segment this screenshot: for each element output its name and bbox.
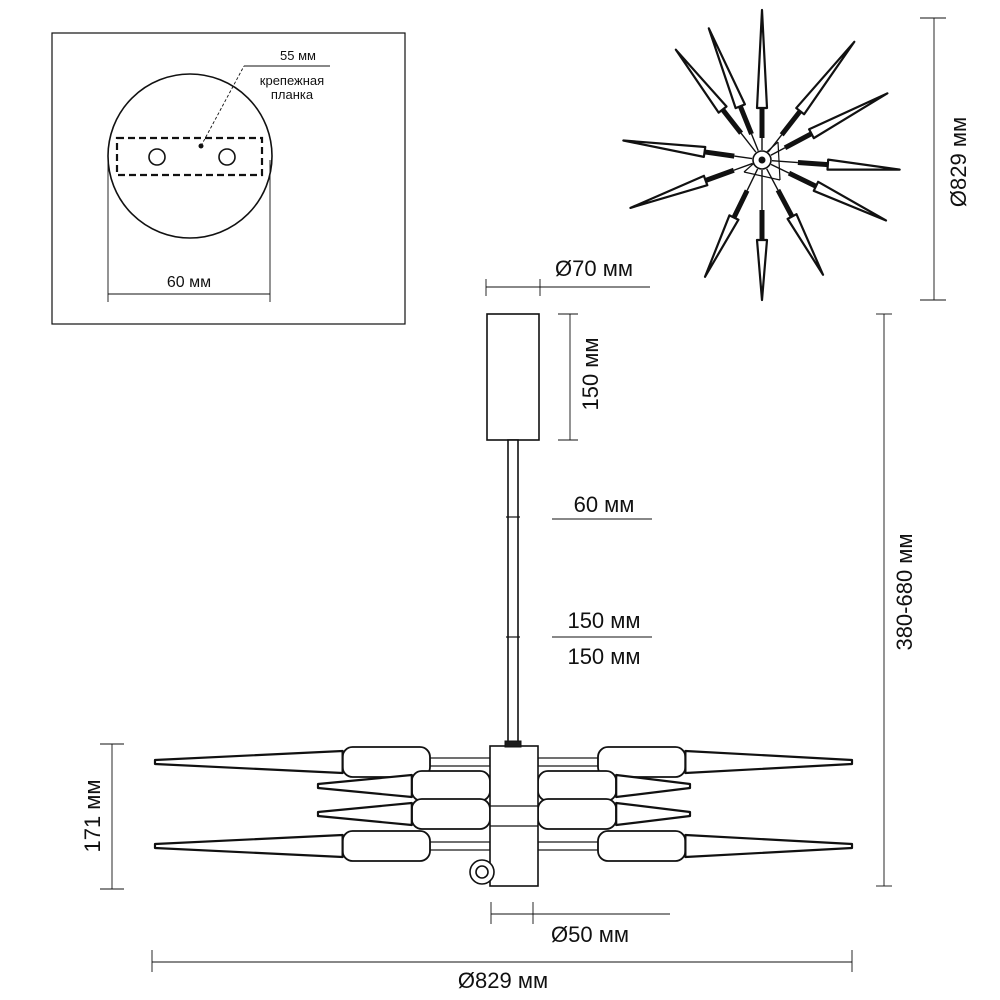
top-arm-cone-10: [629, 174, 709, 209]
top-arm-cone-12: [674, 48, 728, 114]
side-arm-socket-right-2: [537, 770, 618, 802]
side-arm-cone-right-1: [684, 749, 854, 775]
hub-bottom-knob-inner: [475, 865, 489, 879]
central-hub: [489, 745, 539, 887]
body-height-label: 171 мм: [80, 779, 105, 852]
top-diameter-label: Ø829 мм: [946, 117, 971, 207]
mount-detail-frame: [51, 32, 406, 325]
side-view: Ø70 мм 150 мм 60 мм 150 мм 150 мм 380-68…: [80, 256, 917, 993]
side-arm-socket-left-3: [410, 798, 491, 830]
top-arm-stem-7: [766, 168, 779, 191]
hub-diameter-label: Ø50 мм: [551, 922, 629, 947]
top-arm-socket-6: [787, 170, 818, 189]
overall-width-label: Ø829 мм: [458, 968, 548, 993]
total-height-label: 380-680 мм: [892, 533, 917, 650]
top-arm-stem-11: [734, 155, 753, 160]
top-arm-cone-3: [795, 40, 856, 116]
top-arm-socket-3: [779, 109, 803, 137]
top-arm-stem-2: [750, 133, 759, 151]
top-arm-socket-11: [704, 149, 735, 159]
side-arm-cone-right-2: [615, 773, 692, 799]
canopy-height-label: 150 мм: [578, 337, 603, 410]
top-view: Ø829 мм: [622, 8, 971, 302]
side-arm-socket-left-2: [410, 770, 491, 802]
rod-segment-c-label: 150 мм: [567, 644, 640, 669]
bracket-label-line2: планка: [271, 87, 314, 102]
hub-top-cap: [504, 740, 522, 748]
side-arm-cone-right-3: [615, 801, 692, 827]
bracket-label-line1: крепежная: [260, 73, 324, 88]
top-view-arms: [622, 8, 901, 302]
top-view-hub-center: [758, 156, 766, 164]
top-arm-stem-9: [746, 168, 759, 191]
side-arm-socket-left-4: [341, 830, 431, 862]
plate-width-label: 60 мм: [167, 274, 211, 291]
mounting-bracket: [115, 136, 264, 177]
top-arm-socket-12: [720, 108, 744, 135]
top-arm-cone-11: [622, 139, 707, 158]
top-arm-cone-9: [703, 214, 740, 278]
side-arm-tube-left-4: [429, 841, 491, 851]
ceiling-plate: [107, 73, 273, 239]
canopy: [486, 313, 540, 441]
hole-spacing-label: 55 мм: [280, 48, 316, 63]
top-arm-socket-9: [731, 189, 750, 219]
top-arm-socket-5: [797, 160, 829, 168]
top-arm-stem-4: [770, 147, 786, 156]
top-arm-socket-7: [775, 188, 795, 218]
rod-segment-b-label: 150 мм: [567, 608, 640, 633]
side-arm-cone-left-4: [153, 833, 344, 859]
side-arm-cone-left-1: [153, 749, 344, 775]
bracket-leader: [200, 65, 245, 147]
suspension-rod: [507, 439, 519, 747]
side-arm-cone-left-3: [316, 801, 413, 827]
side-arm-tube-right-1: [537, 757, 599, 767]
side-arm-cone-left-2: [316, 773, 413, 799]
hub-frame-line-3: [777, 141, 781, 181]
canopy-diameter-label: Ø70 мм: [555, 256, 633, 281]
side-view-arms: [153, 746, 854, 862]
top-arm-cone-5: [826, 158, 901, 171]
top-arm-cone-1: [755, 8, 769, 110]
hub-frame-line-2: [743, 171, 781, 181]
top-arm-cone-7: [786, 213, 825, 276]
top-arm-stem-12: [740, 132, 757, 153]
top-arm-cone-8: [755, 238, 769, 302]
top-arm-stem-10: [733, 162, 753, 171]
top-arm-cone-4: [807, 92, 889, 140]
top-arm-socket-4: [783, 131, 813, 151]
side-arm-cone-right-4: [684, 833, 854, 859]
side-arm-socket-right-4: [597, 830, 687, 862]
top-arm-socket-2: [737, 105, 754, 135]
side-arm-tube-left-1: [429, 757, 491, 767]
rod-segment-a-label: 60 мм: [574, 492, 635, 517]
top-arm-stem-5: [771, 159, 798, 164]
top-arm-socket-10: [704, 167, 735, 183]
top-arm-cone-2: [707, 27, 747, 110]
side-arm-socket-right-3: [537, 798, 618, 830]
side-arm-tube-right-4: [537, 841, 599, 851]
top-arm-cone-6: [812, 180, 888, 222]
mount-hole-right: [218, 148, 236, 166]
mount-hole-left: [148, 148, 166, 166]
mount-detail: 55 мм крепежная планка 60 мм: [51, 32, 406, 325]
